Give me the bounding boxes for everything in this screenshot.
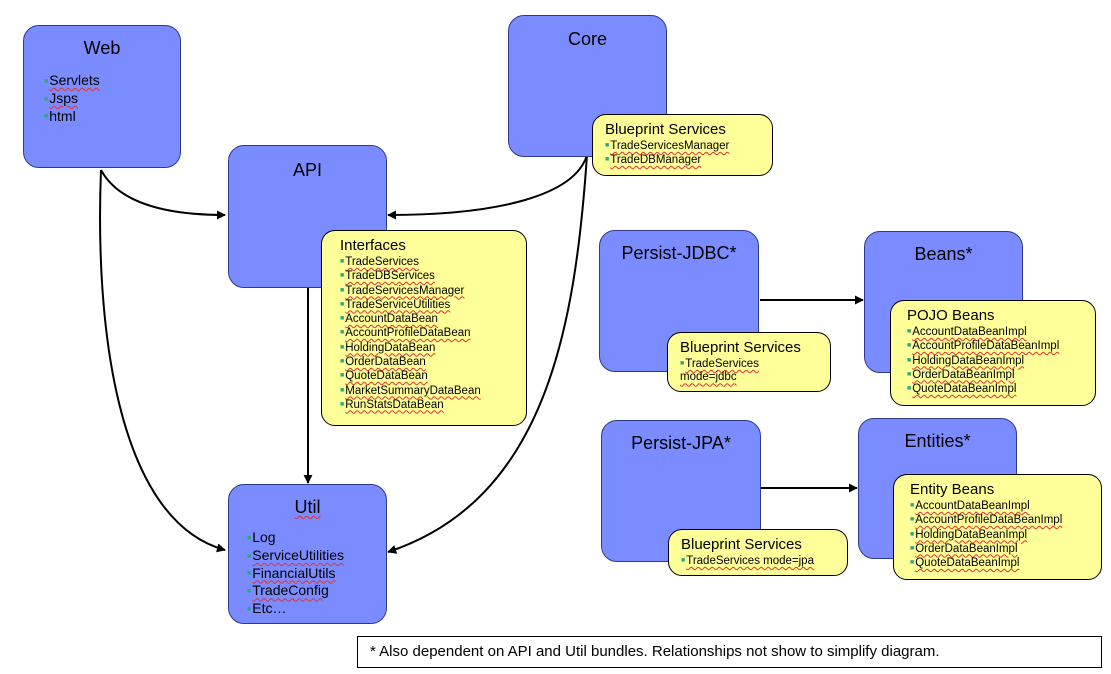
note-title: Entity Beans <box>910 481 995 498</box>
list-item: ■AccountDataBean <box>340 312 438 325</box>
interfaces-note: Interfaces ■TradeServices ■TradeDBServic… <box>321 230 527 426</box>
list-item: ■HoldingDataBean <box>340 341 436 354</box>
list-item: ■TradeServices <box>680 357 759 370</box>
jdbc-blueprint-note: Blueprint Services ■TradeServices mode=j… <box>667 332 831 392</box>
list-item: ■MarketSummaryDataBean <box>340 384 481 397</box>
list-item: ■AccountProfileDataBean <box>340 327 471 340</box>
list-item: ■TradeConfig <box>247 582 329 599</box>
footnote: * Also dependent on API and Util bundles… <box>357 636 1102 668</box>
core-blueprint-note: Blueprint Services ■TradeServicesManager… <box>592 114 773 176</box>
list-item: ■AccountDataBeanImpl <box>907 325 1027 338</box>
arrow-core-to-api <box>387 154 588 220</box>
core-title: Core <box>567 29 607 49</box>
note-title: POJO Beans <box>907 307 995 324</box>
note-title: Blueprint Services <box>605 121 726 138</box>
list-item: ■ServiceUtilities <box>247 546 345 563</box>
api-title: API <box>292 160 322 180</box>
persist-jpa-title: Persist-JPA* <box>631 433 731 453</box>
arrow-web-to-api <box>100 169 226 220</box>
list-item: ■Servlets <box>44 72 100 88</box>
util-items: ■Log ■ServiceUtilities ■FinancialUtils ■… <box>247 529 344 618</box>
beans-title: Beans* <box>914 244 973 264</box>
list-item: ■HoldingDataBeanImpl <box>907 354 1025 367</box>
list-item: ■OrderDataBean <box>340 355 426 368</box>
arrow-web-to-util <box>99 169 226 553</box>
util-module: Util ■Log ■ServiceUtilities ■FinancialUt… <box>228 484 387 624</box>
list-item: ■QuoteDataBeanImpl <box>907 382 1017 395</box>
util-title: Util <box>294 497 321 517</box>
list-item: ■TradeServicesManager <box>605 139 730 152</box>
list-item: ■HoldingDataBeanImpl <box>910 528 1028 541</box>
list-item: ■OrderDataBeanImpl <box>910 542 1018 555</box>
list-item: ■TradeDBServices <box>340 270 435 283</box>
web-module: Web ■Servlets ■Jsps ■html <box>23 25 181 168</box>
list-item: ■Etc… <box>247 600 287 617</box>
list-item: ■AccountProfileDataBeanImpl <box>907 340 1060 353</box>
note-title: Interfaces <box>340 237 406 254</box>
list-item: ■TradeDBManager <box>605 154 702 167</box>
list-item: ■OrderDataBeanImpl <box>907 368 1015 381</box>
list-item: ■TradeServicesManager <box>340 284 465 297</box>
jpa-blueprint-note: Blueprint Services ■TradeServices mode=j… <box>668 529 848 576</box>
list-item: ■html <box>44 107 76 124</box>
note-title: Blueprint Services <box>681 536 802 553</box>
list-item: ■AccountDataBeanImpl <box>910 499 1030 512</box>
entities-title: Entities* <box>904 431 971 451</box>
list-item: ■TradeServices mode=jpa <box>681 554 814 567</box>
persist-jdbc-title: Persist-JDBC* <box>621 243 737 263</box>
list-item: ■RunStatsDataBean <box>340 398 444 411</box>
list-item: ■TradeServices <box>340 255 419 268</box>
web-items: ■Servlets ■Jsps ■html <box>44 72 100 125</box>
web-title: Web <box>83 38 121 58</box>
list-item: ■FinancialUtils <box>247 564 336 581</box>
list-item: ■QuoteDataBean <box>340 370 428 383</box>
note-title: Blueprint Services <box>680 339 801 356</box>
list-item: ■AccountProfileDataBeanImpl <box>910 514 1063 527</box>
pojo-beans-note: POJO Beans ■AccountDataBeanImpl ■Account… <box>890 300 1096 406</box>
list-item: ■QuoteDataBeanImpl <box>910 556 1020 569</box>
list-item: ■TradeServiceUtilities <box>340 298 451 311</box>
entity-beans-note: Entity Beans ■AccountDataBeanImpl ■Accou… <box>893 474 1102 580</box>
list-item: ■Jsps <box>44 89 79 106</box>
list-item: mode=jdbc <box>680 371 737 384</box>
list-item: ■Log <box>247 529 276 545</box>
